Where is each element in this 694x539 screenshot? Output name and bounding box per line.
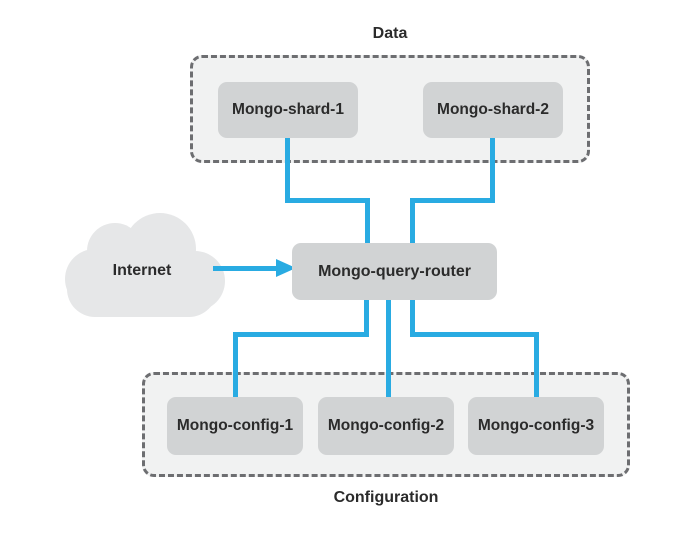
connector-config3-stub (410, 300, 415, 337)
node-mongo-config-2: Mongo-config-2 (318, 397, 454, 455)
connector-shard1-drop (365, 198, 370, 243)
node-mongo-shard-2: Mongo-shard-2 (423, 82, 563, 138)
connector-config1-horizontal (233, 332, 369, 337)
connector-shard2-drop (410, 198, 415, 243)
connector-config1-stub (364, 300, 369, 337)
node-mongo-query-router: Mongo-query-router (292, 243, 497, 300)
arrow-right-icon (276, 259, 296, 277)
configuration-group-label: Configuration (333, 489, 439, 506)
internet-label: Internet (112, 262, 172, 279)
node-mongo-config-1: Mongo-config-1 (167, 397, 303, 455)
connector-config2-vertical (386, 300, 391, 397)
connector-config1-drop (233, 332, 238, 397)
internet-arrow-shaft (213, 266, 278, 271)
connector-shard2-horizontal (410, 198, 495, 203)
connector-shard2-vertical (490, 138, 495, 203)
connector-shard1-vertical (285, 138, 290, 203)
node-mongo-config-3: Mongo-config-3 (468, 397, 604, 455)
node-mongo-shard-1: Mongo-shard-1 (218, 82, 358, 138)
connector-shard1-horizontal (285, 198, 370, 203)
internet-cloud-icon (57, 207, 227, 319)
data-group-label: Data (372, 25, 408, 42)
connector-config3-horizontal (410, 332, 539, 337)
connector-config3-drop (534, 332, 539, 397)
